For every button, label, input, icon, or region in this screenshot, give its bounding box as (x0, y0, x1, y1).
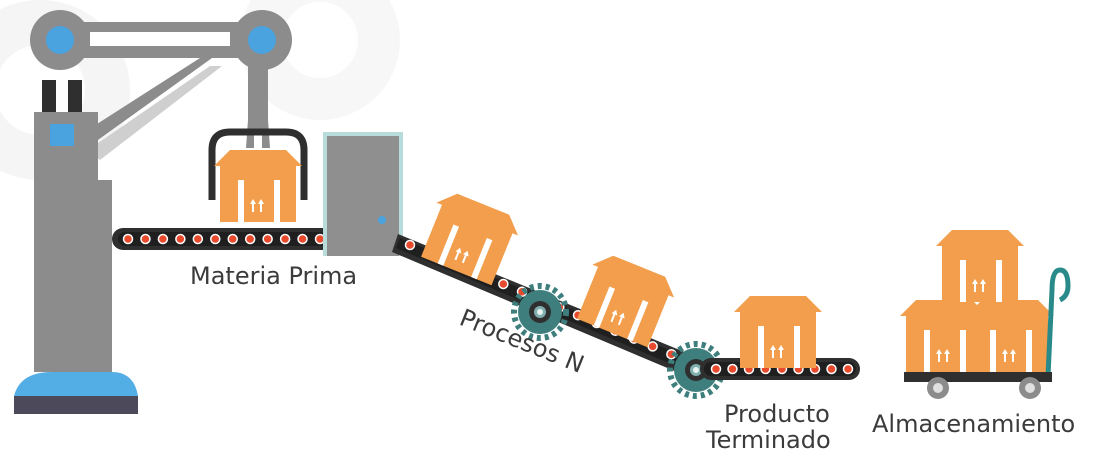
conveyor-roller (279, 233, 291, 245)
conveyor-roller (210, 233, 221, 245)
conveyor-roller (244, 233, 256, 245)
conveyor-roller (175, 233, 186, 245)
conveyor-roller (192, 233, 204, 245)
box-stored-top (936, 230, 1024, 302)
box-stored-right (966, 300, 1054, 372)
label-finished-product-2: Terminado (705, 426, 831, 454)
label-raw-material: Materia Prima (190, 262, 357, 290)
label-finished-product-1: Producto (724, 400, 830, 428)
conveyor-roller (647, 341, 658, 352)
box-process-1 (415, 187, 525, 288)
box-held (214, 150, 302, 222)
conveyor-roller (227, 233, 238, 245)
conveyor-roller (140, 233, 151, 245)
conveyor-roller (297, 233, 308, 245)
conveyor-raw (112, 228, 336, 250)
box-process-2 (571, 249, 681, 350)
conveyor-roller (826, 363, 837, 375)
conveyor-roller (498, 278, 509, 290)
conveyor-roller (262, 233, 273, 245)
door-icon (323, 132, 403, 256)
label-storage: Almacenamiento (872, 410, 1075, 438)
conveyor-roller (710, 363, 722, 375)
conveyor-roller (122, 233, 134, 245)
conveyor-roller (404, 239, 416, 251)
box-finished (734, 296, 822, 368)
robot-arm (14, 10, 308, 414)
storage-trolley (900, 230, 1071, 399)
conveyor-roller (157, 233, 169, 245)
conveyor-roller (727, 363, 738, 375)
conveyor-roller (842, 363, 854, 375)
